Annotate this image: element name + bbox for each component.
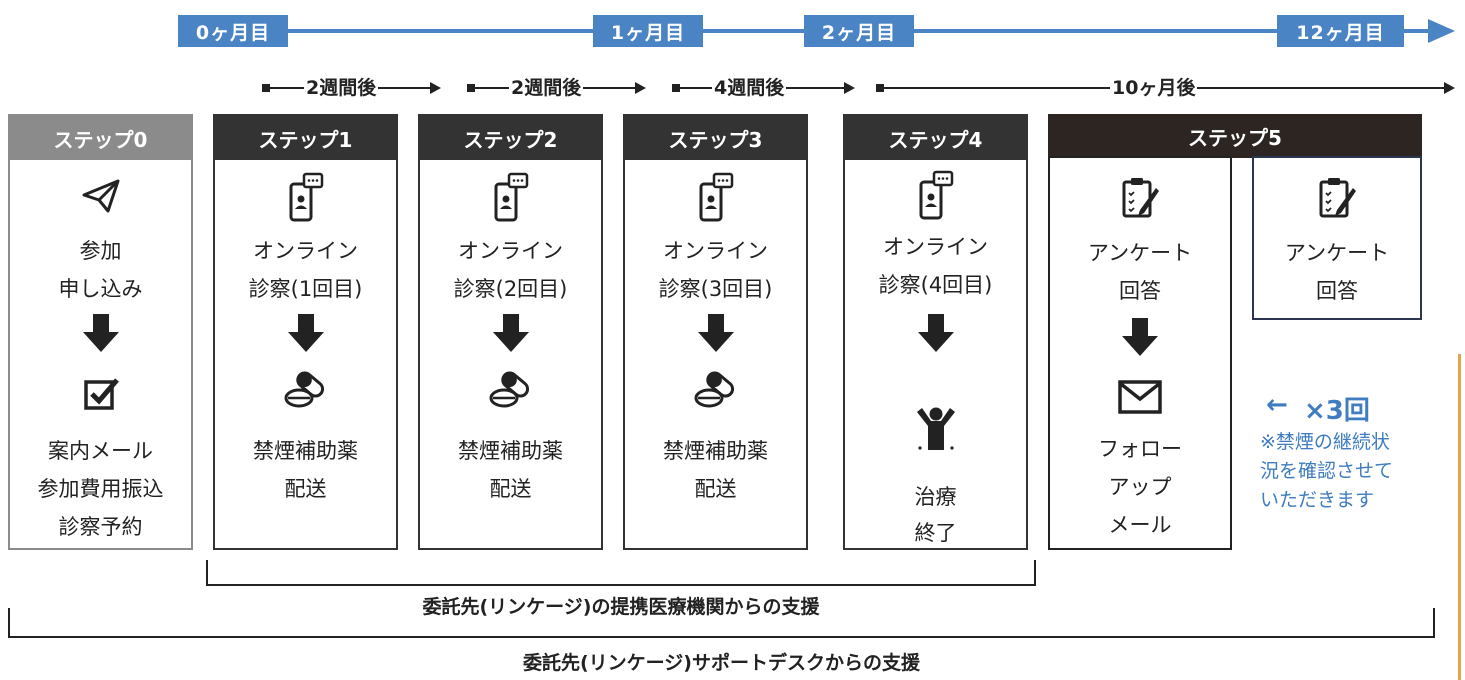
step-4-header: ステップ4 (845, 116, 1026, 160)
step-3-line1: オンライン (663, 239, 768, 263)
pills-icon (284, 371, 324, 408)
repeat-note-line2: 況を確認させて (1260, 460, 1394, 482)
month-label-0: 0ヶ月目 (178, 15, 288, 47)
medical-support-label: 委託先(リンケージ)の提携医療機関からの支援 (422, 596, 820, 618)
step-4-line1: オンライン (883, 235, 988, 259)
right-edge-accent (1458, 354, 1461, 680)
step-2-line2: 診察(2回目) (453, 277, 568, 301)
clipboard-pen-icon (1122, 178, 1159, 218)
step-5-survey-line2: 回答 (1119, 279, 1161, 303)
step-5-mail-line1: フォロー (1098, 437, 1182, 461)
repeat-arrow-icon: ← (1266, 390, 1288, 420)
step-0-bottom1: 案内メール (48, 439, 153, 463)
step-5-repeat-line2: 回答 (1316, 279, 1358, 303)
repeat-count: ×3回 (1304, 396, 1370, 426)
paper-plane-icon (82, 179, 119, 213)
step-4-bottom2: 終了 (914, 521, 957, 545)
interval-label-3: 4週間後 (712, 74, 787, 102)
down-arrow-icon (492, 314, 529, 352)
phone-chat-icon (289, 172, 323, 222)
step-2-bottom1: 禁煙補助薬 (458, 439, 563, 463)
step-0-line1: 参加 (79, 239, 122, 263)
step-5-survey-card: アンケート 回答 フォロー アップ メール (1048, 156, 1232, 550)
step-4-bottom1: 治療 (914, 485, 957, 509)
step-4-line2: 診察(4回目) (878, 273, 993, 297)
step-1-card: ステップ1 オンライン 診察(1回目) 禁煙補助薬 配送 (213, 114, 398, 550)
step-5-survey-line1: アンケート (1087, 241, 1193, 265)
step-1-line2: 診察(1回目) (248, 277, 363, 301)
step-3-line2: 診察(3回目) (658, 277, 773, 301)
interval-arrow-4: 10ヶ月後 (876, 74, 1456, 102)
interval-arrow-1: 2週間後 (262, 74, 442, 102)
step-3-bottom1: 禁煙補助薬 (663, 439, 768, 463)
month-label-12: 12ヶ月目 (1277, 15, 1404, 47)
step-3-bottom2: 配送 (694, 477, 737, 501)
down-arrow-icon (287, 314, 324, 352)
step-2-line1: オンライン (458, 239, 563, 263)
step-0-bottom2: 参加費用振込 (37, 477, 164, 501)
down-arrow-icon (1122, 318, 1158, 356)
step-5-repeat-line1: アンケート (1284, 241, 1390, 265)
step-4-card: ステップ4 オンライン 診察(4回目) 治療 終了 (843, 114, 1028, 550)
checkbox-icon (83, 378, 119, 410)
desk-support-label: 委託先(リンケージ)サポートデスクからの支援 (523, 652, 920, 674)
step-1-bottom1: 禁煙補助薬 (253, 439, 358, 463)
interval-arrow-2: 2週間後 (467, 74, 647, 102)
step-3-header: ステップ3 (625, 116, 806, 160)
down-arrow-icon (697, 314, 734, 352)
step-5-header: ステップ5 (1048, 114, 1422, 158)
down-arrow-icon (82, 314, 119, 352)
phone-chat-icon (494, 172, 528, 222)
month-label-1: 1ヶ月目 (593, 15, 703, 47)
interval-arrow-3: 4週間後 (672, 74, 856, 102)
step-0-bottom3: 診察予約 (58, 515, 143, 539)
down-arrow-icon (917, 314, 954, 352)
timeline-arrowhead (1428, 19, 1455, 43)
month-label-2: 2ヶ月目 (804, 15, 914, 47)
step-5-mail-line2: アップ (1108, 475, 1172, 499)
celebrating-person-icon (916, 407, 955, 450)
pills-icon (694, 371, 734, 408)
step-1-header: ステップ1 (215, 116, 396, 160)
interval-label-4: 10ヶ月後 (1110, 74, 1198, 102)
interval-label-1: 2週間後 (304, 74, 379, 102)
pills-icon (489, 371, 529, 408)
desk-support-bracket (8, 608, 1435, 638)
phone-chat-icon (919, 170, 953, 220)
medical-support-bracket (206, 560, 1036, 586)
clipboard-pen-icon (1319, 178, 1356, 218)
phone-chat-icon (699, 172, 733, 222)
step-0-header: ステップ0 (10, 116, 191, 160)
step-2-bottom2: 配送 (489, 477, 532, 501)
step-1-bottom2: 配送 (284, 477, 327, 501)
step-0-card: ステップ0 参加 申し込み 案内メール 参加費用振込 診察予約 (8, 114, 193, 550)
step-2-header: ステップ2 (420, 116, 601, 160)
step-0-line2: 申し込み (58, 277, 143, 301)
step-2-card: ステップ2 オンライン 診察(2回目) 禁煙補助薬 配送 (418, 114, 603, 550)
step-3-card: ステップ3 オンライン 診察(3回目) 禁煙補助薬 配送 (623, 114, 808, 550)
step-1-line1: オンライン (253, 239, 358, 263)
interval-label-2: 2週間後 (509, 74, 584, 102)
repeat-note-line3: いただきます (1260, 489, 1375, 511)
repeat-note-line1: ※禁煙の継続状 (1260, 431, 1390, 453)
step-5-mail-line3: メール (1108, 513, 1172, 537)
step-5-repeat-survey-card: アンケート 回答 (1252, 156, 1422, 320)
envelope-icon (1118, 380, 1162, 414)
